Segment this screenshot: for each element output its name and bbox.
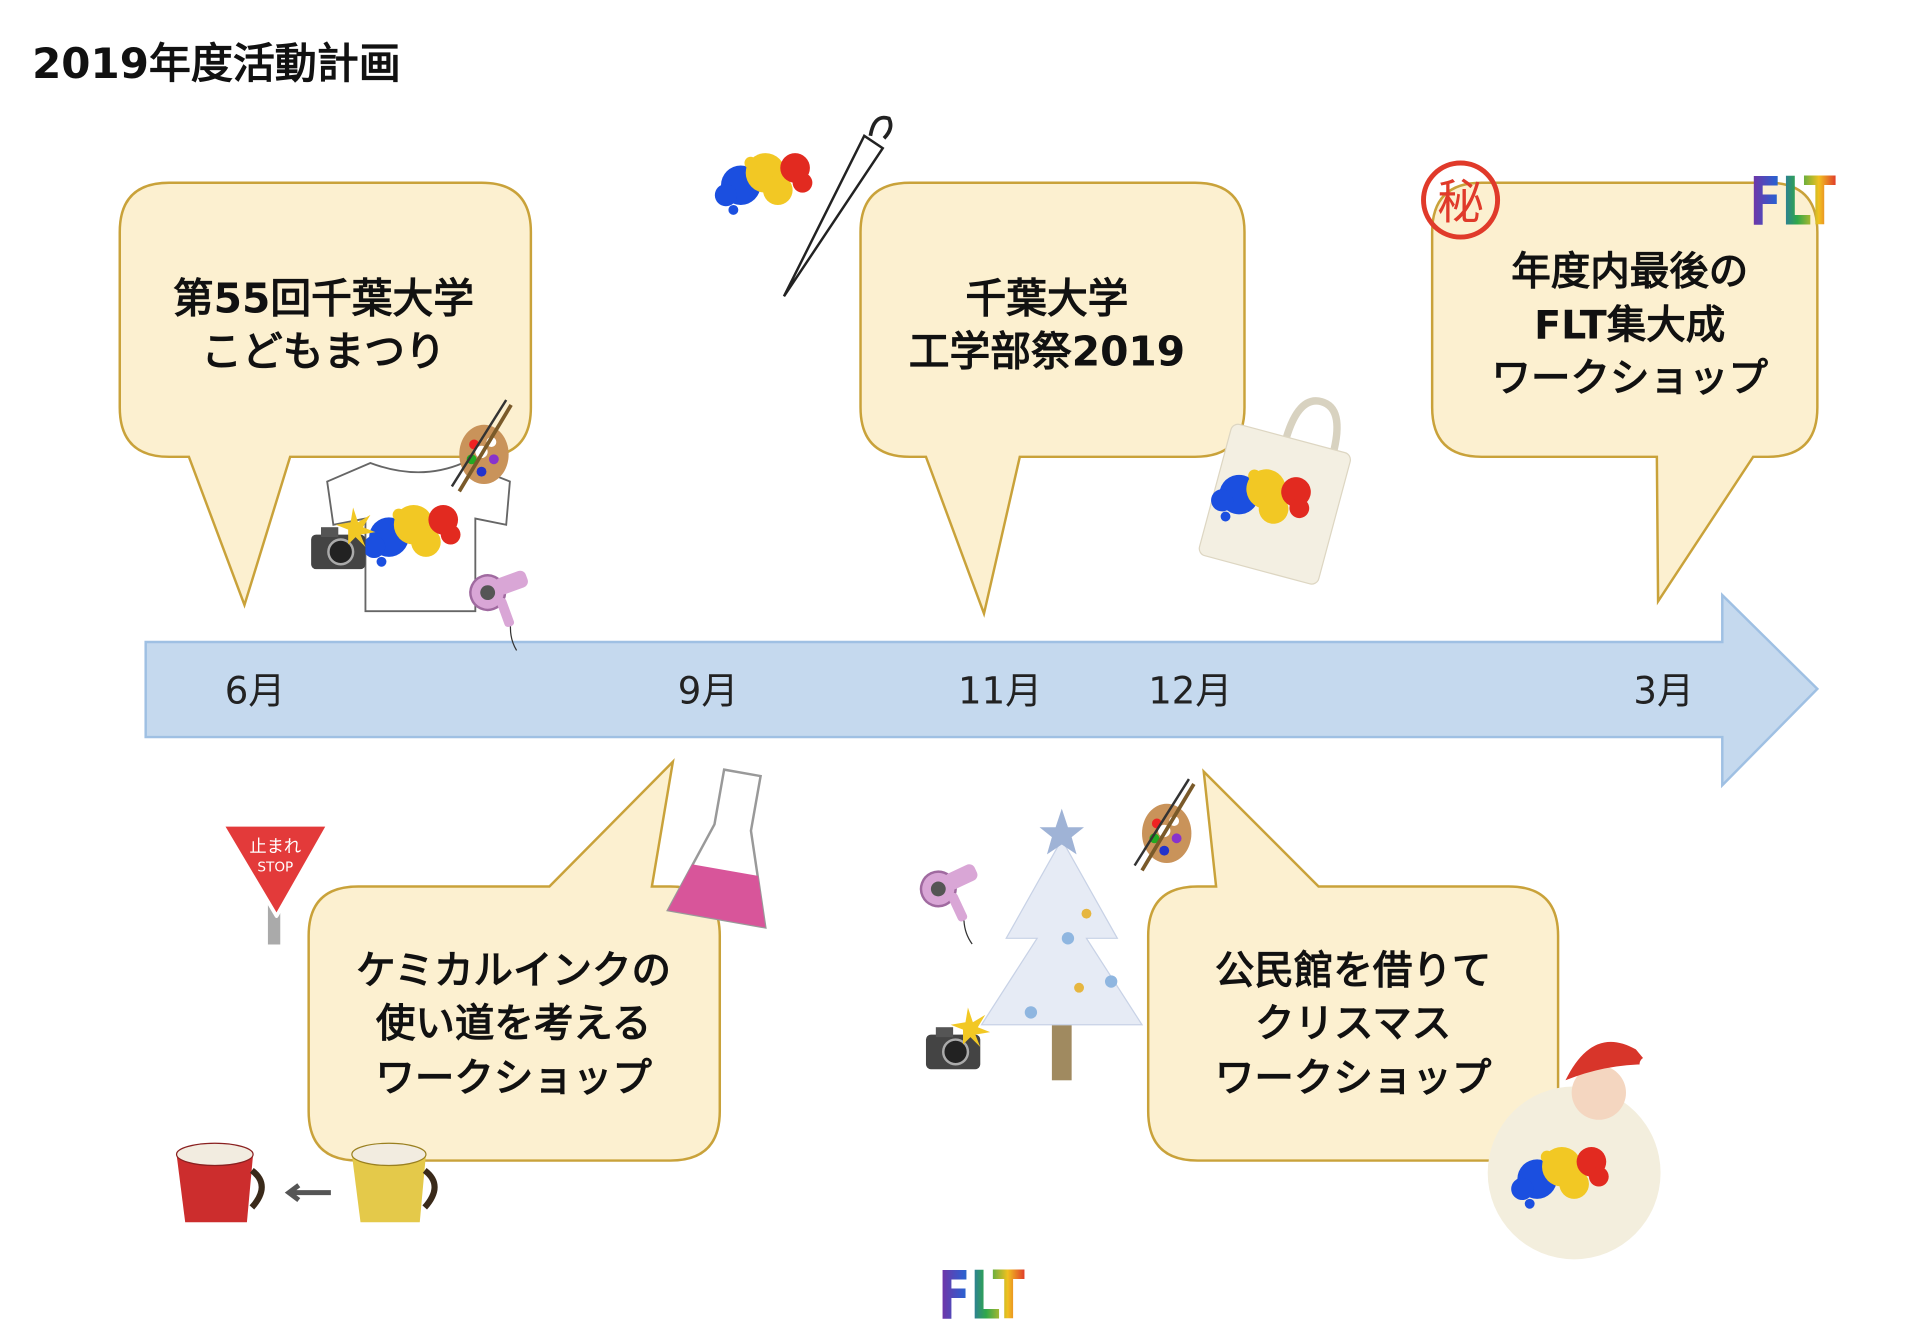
stop-sign-illustration: 止まれ STOP xyxy=(220,822,331,945)
event-bubble-september: ケミカルインクの 使い道を考える ワークショップ xyxy=(307,758,722,1162)
month-label-mar: 3月 xyxy=(1633,670,1694,713)
event-text-line: 年度内最後の xyxy=(1511,249,1748,295)
svg-text:秘: 秘 xyxy=(1437,176,1484,231)
svg-text:STOP: STOP xyxy=(257,860,293,876)
event-text-line: 使い道を考える xyxy=(376,1001,651,1047)
month-label-dec: 12月 xyxy=(1148,670,1232,713)
event-text-line: ワークショップ xyxy=(1491,355,1768,401)
secret-stamp: 秘 xyxy=(1421,160,1501,240)
event-text-line: クリスマス xyxy=(1255,1001,1451,1047)
svg-text:止まれ: 止まれ xyxy=(249,837,301,857)
event-text-line: FLT集大成 xyxy=(1534,302,1725,348)
month-label-nov: 11月 xyxy=(958,670,1042,713)
hair-dryer-icon xyxy=(914,854,1005,956)
event-bubble-june: 第55回千葉大学 こどもまつり xyxy=(118,181,533,609)
tshirt-illustration xyxy=(326,461,511,613)
month-label-sep: 9月 xyxy=(678,670,739,713)
paint-palette-icon xyxy=(1132,777,1196,873)
event-text-line: 千葉大学 xyxy=(965,274,1128,322)
umbrella-illustration xyxy=(714,115,893,298)
event-text-line: 公民館を借りて xyxy=(1215,948,1492,994)
camera-icon xyxy=(924,1006,992,1071)
svg-text:FLT: FLT xyxy=(1749,163,1836,241)
event-bubble-december: 公民館を借りて クリスマス ワークショップ xyxy=(1146,768,1560,1162)
timeline-arrow xyxy=(144,592,1820,789)
flt-logo-top: FLT xyxy=(1749,163,1836,241)
month-label-jun: 6月 xyxy=(225,670,286,713)
tote-bag-illustration xyxy=(1198,397,1351,585)
event-text-line: 工学部祭2019 xyxy=(909,327,1185,375)
event-bubble-march: 年度内最後の FLT集大成 ワークショップ xyxy=(1430,181,1819,606)
event-text-line: ケミカルインクの xyxy=(356,948,671,994)
event-text-line: ワークショップ xyxy=(1215,1055,1492,1101)
flask-illustration xyxy=(666,768,767,929)
page-title: 2019年度活動計画 xyxy=(32,39,401,88)
flt-logo-bottom: FLT xyxy=(938,1257,1025,1326)
santa-illustration xyxy=(1487,1041,1661,1260)
mugs-illustration xyxy=(175,1142,438,1223)
event-text-line: ワークショップ xyxy=(375,1055,652,1101)
event-text-line: こどもまつり xyxy=(201,327,445,375)
svg-text:FLT: FLT xyxy=(938,1257,1025,1326)
christmas-tree-illustration xyxy=(980,808,1144,1081)
event-text-line: 第55回千葉大学 xyxy=(173,274,474,322)
event-bubble-november: 千葉大学 工学部祭2019 xyxy=(859,181,1246,618)
